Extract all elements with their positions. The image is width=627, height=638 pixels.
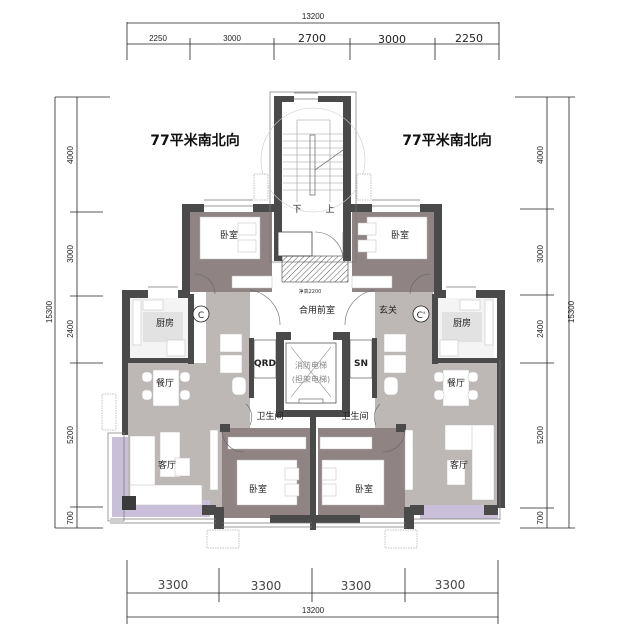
label-left-bedroom-north: 卧室	[220, 229, 238, 241]
bottom-total-dimension: 13200	[302, 606, 325, 615]
sn-shaft	[349, 339, 373, 379]
label-right-living: 客厅	[450, 459, 468, 471]
svg-text:C': C'	[417, 311, 426, 321]
bottom-dim-3: 3300	[341, 579, 372, 593]
elevator-label: 消防电梯	[295, 360, 327, 370]
top-dimension-chain	[126, 22, 500, 60]
left-total-dimension: 15300	[45, 300, 54, 323]
right-dim-4: 5200	[536, 426, 545, 444]
bottom-dim-4: 3300	[435, 578, 466, 592]
unit-marker-left: C	[192, 305, 210, 323]
ac-units	[101, 173, 418, 549]
left-dim-2: 3000	[66, 245, 75, 263]
right-dim-2: 3000	[536, 245, 545, 263]
walls	[122, 96, 505, 530]
right-dim-5: 700	[536, 511, 545, 525]
top-dim-3: 2700	[298, 32, 326, 45]
label-left-kitchen: 厨房	[156, 317, 174, 329]
label-right-bedroom-north: 卧室	[391, 229, 409, 241]
bottom-dim-1: 3300	[158, 578, 189, 592]
balcony-column	[122, 496, 136, 510]
left-dimension-chain	[54, 96, 110, 529]
top-total-dimension: 13200	[302, 12, 325, 21]
bottom-dim-2: 3300	[251, 579, 282, 593]
left-dim-3: 2400	[66, 320, 75, 338]
top-dim-1: 2250	[149, 34, 167, 43]
left-dim-1: 4000	[66, 146, 75, 164]
sn-label: SN	[354, 359, 368, 369]
label-right-bedroom-south: 卧室	[355, 483, 373, 495]
bottom-dimension-chain	[126, 560, 499, 624]
right-dimension-chain	[515, 96, 575, 529]
unit-marker-right: C'	[412, 305, 430, 323]
right-dim-1: 4000	[536, 146, 545, 164]
door-swings	[194, 273, 431, 453]
left-dim-4: 5200	[66, 426, 75, 444]
elevator-sublabel: (担架电梯)	[292, 374, 330, 384]
left-unit-title: 77平米南北向	[150, 132, 239, 149]
shaft-height-note: 净高2200	[299, 288, 322, 295]
top-dim-4: 3000	[378, 33, 406, 46]
elevator	[285, 342, 337, 404]
furniture	[129, 216, 495, 506]
label-shared-lobby: 合用前室	[299, 304, 335, 316]
shaft-and-door	[277, 231, 349, 283]
label-right-dining: 餐厅	[447, 377, 465, 389]
right-unit-title: 77平米南北向	[402, 132, 491, 149]
staircase	[260, 107, 366, 213]
left-dim-5: 700	[66, 511, 75, 525]
right-dim-3: 2400	[536, 320, 545, 338]
label-left-living: 客厅	[158, 459, 176, 471]
label-right-entry: 玄关	[379, 304, 397, 316]
label-right-bathroom: 卫生间	[341, 410, 368, 422]
right-total-dimension: 15300	[567, 300, 576, 323]
qrd-shaft	[253, 339, 277, 379]
svg-text:C: C	[198, 311, 204, 321]
label-left-dining: 餐厅	[156, 377, 174, 389]
top-dim-5: 2250	[455, 32, 483, 45]
label-left-bedroom-south: 卧室	[249, 483, 267, 495]
stair-up-label: 上	[325, 204, 334, 215]
stair-down-label: 下	[292, 205, 301, 215]
label-left-bathroom: 卫生间	[256, 410, 283, 422]
top-dim-2: 3000	[223, 34, 241, 43]
qrd-label: QRD	[254, 359, 276, 369]
label-right-kitchen: 厨房	[453, 317, 471, 329]
